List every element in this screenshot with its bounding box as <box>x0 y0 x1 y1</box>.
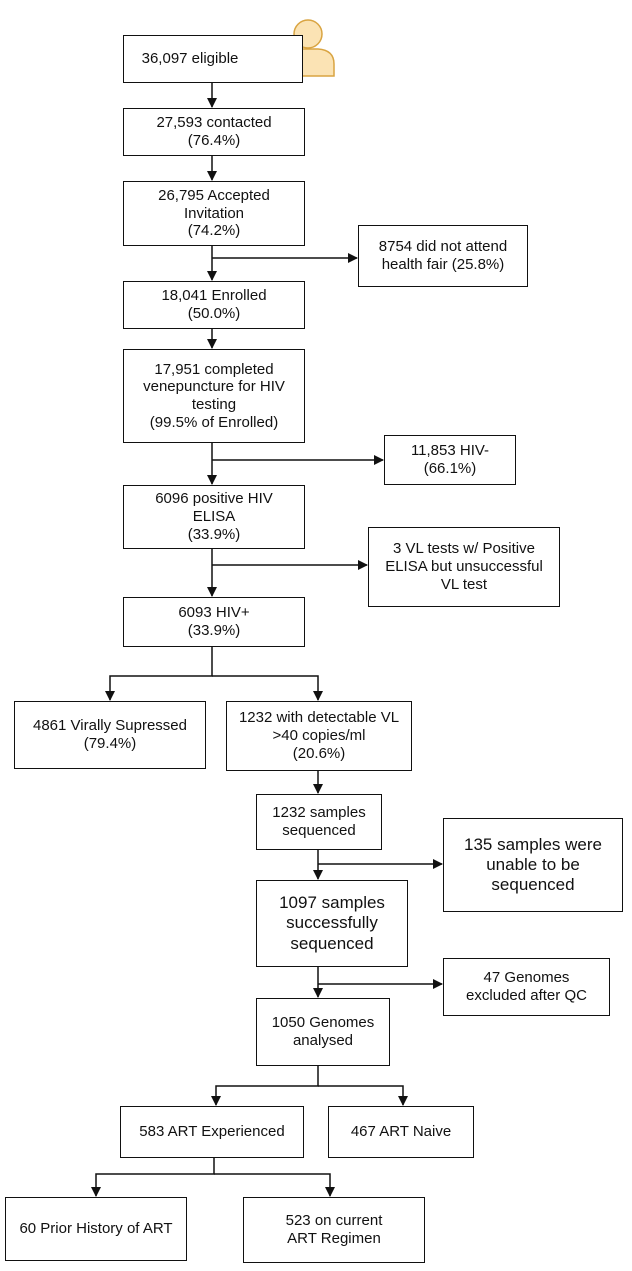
box-accepted: 26,795 Accepted Invitation (74.2%) <box>123 181 305 246</box>
box-enrolled: 18,041 Enrolled (50.0%) <box>123 281 305 329</box>
box-elisa-positive: 6096 positive HIV ELISA (33.9%) <box>123 485 305 549</box>
box-art-naive: 467 ART Naive <box>328 1106 474 1158</box>
box-unable-sequenced: 135 samples were unable to be sequenced <box>443 818 623 912</box>
box-hiv-positive: 6093 HIV+ (33.9%) <box>123 597 305 647</box>
box-art-experienced: 583 ART Experienced <box>120 1106 304 1158</box>
box-venepuncture: 17,951 completed venepuncture for HIV te… <box>123 349 305 443</box>
box-not-attend: 8754 did not attend health fair (25.8%) <box>358 225 528 287</box>
box-current-regimen: 523 on current ART Regimen <box>243 1197 425 1263</box>
box-contacted: 27,593 contacted (76.4%) <box>123 108 305 156</box>
box-genomes-excluded: 47 Genomes excluded after QC <box>443 958 610 1016</box>
box-genomes-analysed: 1050 Genomes analysed <box>256 998 390 1066</box>
box-successfully-sequenced: 1097 samples successfully sequenced <box>256 880 408 967</box>
box-prior-history: 60 Prior History of ART <box>5 1197 187 1261</box>
box-samples-sequenced: 1232 samples sequenced <box>256 794 382 850</box>
box-hiv-negative: 11,853 HIV- (66.1%) <box>384 435 516 485</box>
box-detectable-vl: 1232 with detectable VL >40 copies/ml (2… <box>226 701 412 771</box>
box-eligible: 36,097 eligible <box>123 35 303 83</box>
box-virally-suppressed: 4861 Virally Supressed (79.4%) <box>14 701 206 769</box>
split-hivpos <box>105 646 213 701</box>
split-analysed <box>211 1065 319 1106</box>
split-experienced <box>91 1157 215 1197</box>
box-vl-unsuccessful: 3 VL tests w/ Positive ELISA but unsucce… <box>368 527 560 607</box>
